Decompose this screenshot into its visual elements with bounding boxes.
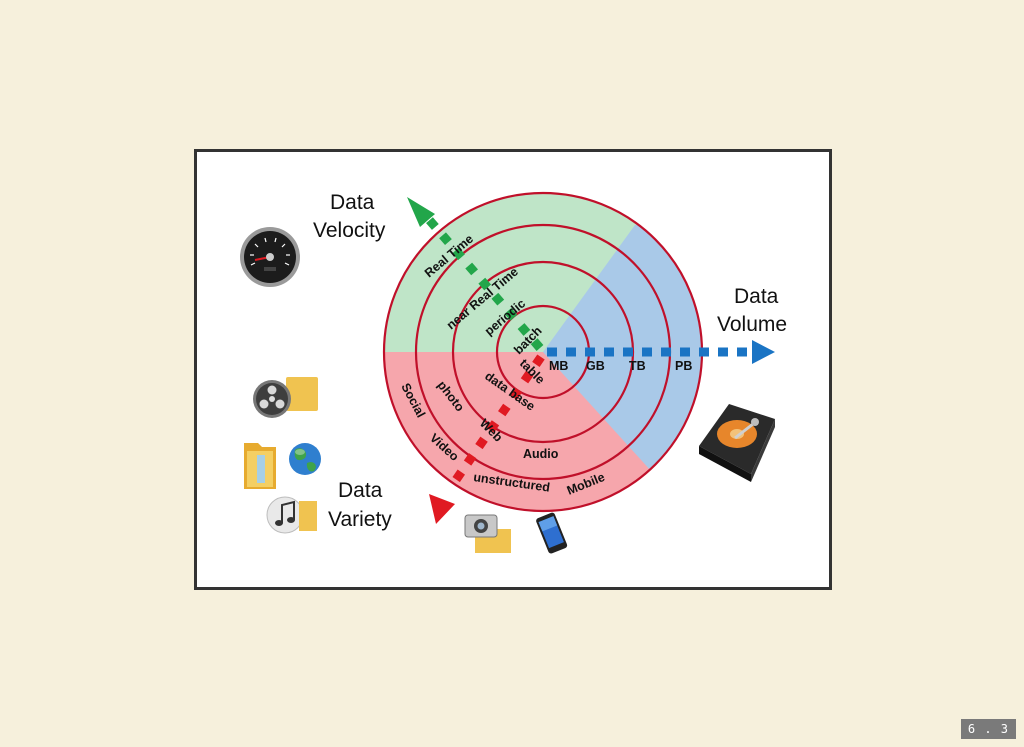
mobile-phone-icon [536, 512, 568, 554]
camera-icon [464, 514, 511, 553]
variety-arrowhead [429, 494, 455, 524]
velocity-arrowhead [407, 197, 435, 227]
volume-level-pb: PB [675, 359, 692, 373]
speedometer-icon [240, 227, 300, 287]
variety-arrow [429, 354, 545, 524]
slide-frame: Real Time near Real Time periodic batch … [194, 149, 832, 590]
volume-arrow [547, 340, 775, 364]
velocity-title-line1: Data [330, 191, 375, 214]
variety-level-audio: Audio [523, 447, 559, 461]
velocity-title-line2: Velocity [313, 219, 386, 242]
volume-title-line1: Data [734, 285, 779, 308]
velocity-arrow [407, 197, 544, 351]
volume-level-mb: MB [549, 359, 568, 373]
film-reel-icon [253, 377, 318, 418]
folder-icon [244, 443, 276, 489]
big-data-diagram: Real Time near Real Time periodic batch … [240, 191, 787, 554]
hard-drive-icon [699, 404, 775, 482]
volume-sector [543, 225, 702, 352]
slide-number: 6 . 3 [960, 719, 1016, 739]
volume-level-gb: GB [586, 359, 605, 373]
variety-title-line2: Variety [328, 508, 392, 531]
globe-icon [289, 443, 321, 475]
volume-title-line2: Volume [717, 313, 787, 336]
volume-level-tb: TB [629, 359, 646, 373]
sector-fills [384, 193, 702, 511]
music-icon [266, 496, 317, 534]
variety-title-line1: Data [338, 479, 383, 502]
volume-arrowhead [752, 340, 775, 364]
